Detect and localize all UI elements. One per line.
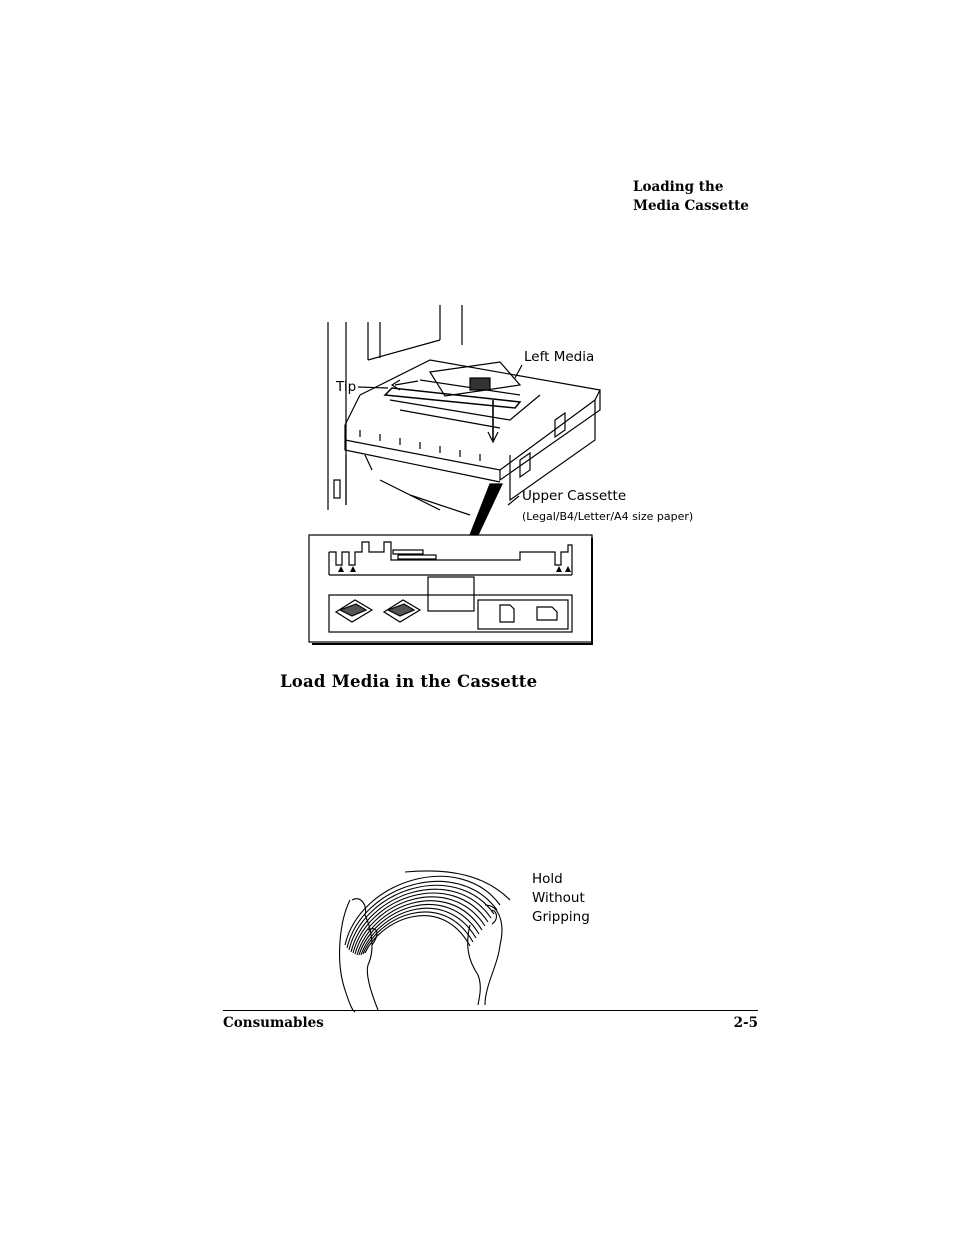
hold-label-line2: Without: [532, 890, 585, 906]
footer-page-number: 2-5: [733, 1015, 758, 1031]
section-title: Load Media in the Cassette: [280, 672, 538, 691]
paper-sizes-label: (Legal/B4/Letter/A4 size paper): [522, 510, 694, 523]
left-media-label: Left Media: [524, 349, 595, 365]
side-heading-line2: Media Cassette: [633, 198, 749, 214]
hold-label-line1: Hold: [532, 871, 563, 887]
tip-label: Tip: [336, 379, 357, 395]
hold-label-line3: Gripping: [532, 909, 590, 925]
footer-rule: [223, 1010, 758, 1011]
footer-chapter: Consumables: [223, 1015, 324, 1031]
upper-cassette-label: Upper Cassette: [522, 488, 627, 504]
side-heading: Loading the Media Cassette: [633, 178, 749, 216]
side-heading-line1: Loading the: [633, 179, 724, 195]
